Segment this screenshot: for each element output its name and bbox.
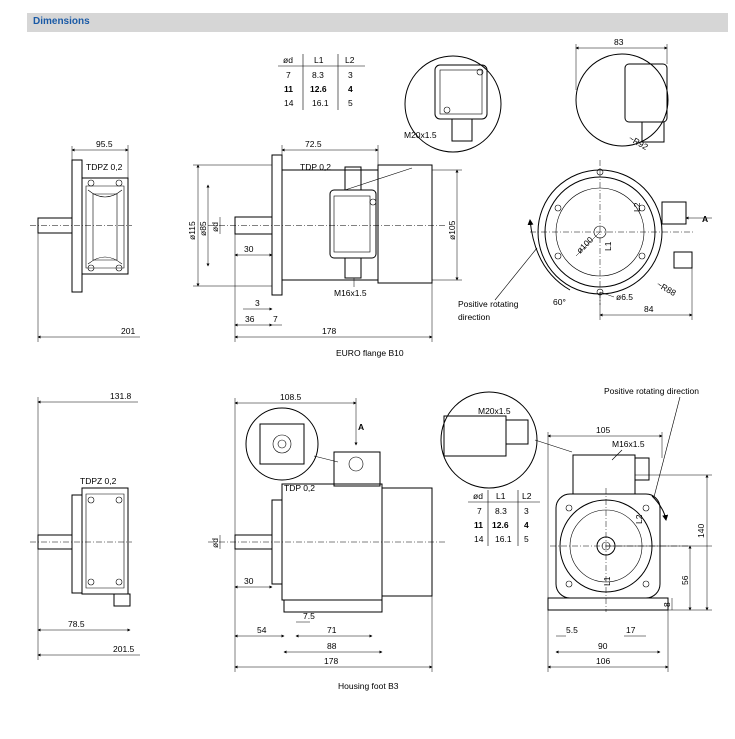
dim-dh6-top: ød [210,222,220,232]
label-tdp-bottom: TDP 0,2 [284,483,315,493]
bottom-right-front-view: M20x1.5 ød L1 L2 7 8.3 3 11 12.6 4 14 16… [440,386,712,672]
dim-78-5: 78.5 [68,619,85,629]
header-bar: Dimensions [27,13,728,32]
dim-108-5: 108.5 [280,392,302,402]
dim-d115: ø115 [187,221,197,240]
label-tdpz-bottom: TDPZ 0,2 [80,476,117,486]
label-pos-rot-top-1: direction [458,312,490,322]
dim-36: 36 [245,314,255,324]
top-middle-motor: 72.5 TDP 0,2 ø115 ø85 ød 30 3 36 7 178 ø… [187,139,462,342]
caption-bottom: Housing foot B3 [338,681,399,691]
table-top-r2c0: 14 [284,98,294,108]
bottom-detail-circle [245,407,339,481]
label-view-a-bottom: A [358,422,364,432]
dim-95-5: 95.5 [96,139,113,149]
dim-dh6-bottom: ød [210,538,220,548]
label-tdp-top: TDP 0,2 [300,162,331,172]
dim-106: 106 [596,656,610,666]
label-m20-bottom: M20x1.5 [478,406,511,416]
table-top-h0: ød [283,55,293,65]
table-top-r1c1: 12.6 [310,84,327,94]
dim-54: 54 [257,625,267,635]
dim-d100: ø100 [574,234,595,255]
table-bottom-r1c1: 12.6 [492,520,509,530]
dim-56: 56 [680,575,690,585]
label-l1-bottom: L1 [602,576,612,586]
dim-71: 71 [327,625,337,635]
table-bottom-r1c0: 11 [474,520,483,530]
dim-7-top: 7 [273,314,278,324]
label-m16-bottom: M16x1.5 [612,439,645,449]
dim-105-bottom: 105 [596,425,610,435]
dim-d85: ø85 [198,221,208,236]
table-bottom-h1: L1 [496,491,506,501]
table-bottom-r1c2: 4 [524,520,529,530]
label-m16-top: M16x1.5 [334,288,367,298]
label-l1-top: L1 [603,241,613,251]
label-view-a-top: A [702,214,708,224]
table-top-h2: L2 [345,55,355,65]
dim-17: 17 [626,625,636,635]
dim-83: 83 [614,37,624,47]
table-top-r2c2: 5 [348,98,353,108]
bottom-left-side-view: 131.8 TDPZ 0,2 78.5 201.5 [30,391,140,660]
dim-131-8: 131.8 [110,391,132,401]
table-top-r0c2: 3 [348,70,353,80]
dim-140: 140 [696,524,706,538]
table-bottom-h0: ød [473,491,483,501]
dimension-table-top: ød L1 L2 7 8.3 3 11 12.6 4 14 16.1 5 [278,54,365,110]
dim-178-top: 178 [322,326,336,336]
dim-201: 201 [121,326,135,336]
table-top-r2c1: 16.1 [312,98,329,108]
label-m20-top: M20x1.5 [404,130,437,140]
label-l2-top: L2 [632,202,642,212]
dim-r88: ~R88 [655,279,678,298]
caption-top: EURO flange B10 [336,348,404,358]
dim-72-5: 72.5 [305,139,322,149]
table-bottom-r2c0: 14 [474,534,484,544]
header-title: Dimensions [33,16,90,27]
label-pos-rot-bottom: Positive rotating direction [604,386,699,396]
dim-90: 90 [598,641,608,651]
table-bottom-r2c1: 16.1 [495,534,512,544]
dim-r92: ~R92 [627,133,650,152]
label-pos-rot-top-0: Positive rotating [458,299,519,309]
table-top-r0c1: 8.3 [312,70,324,80]
dim-201-5: 201.5 [113,644,135,654]
table-top-h1: L1 [314,55,324,65]
dim-178-bottom: 178 [324,656,338,666]
top-detail-circle: M20x1.5 [344,55,502,191]
dim-30-bottom: 30 [244,576,254,586]
dim-84: 84 [644,304,654,314]
dim-30-top: 30 [244,244,254,254]
label-60deg: 60° [553,297,566,307]
table-bottom-r2c2: 5 [524,534,529,544]
dim-88: 88 [327,641,337,651]
table-top-r1c2: 4 [348,84,353,94]
bottom-middle-motor: A 108.5 TDP 0,2 ød 30 54 7.5 71 88 178 [208,392,445,672]
table-bottom-r0c1: 8.3 [495,506,507,516]
table-top-r1c0: 11 [284,84,293,94]
label-tdpz-top: TDPZ 0,2 [86,162,123,172]
dim-d105-top: ø105 [447,220,457,240]
dim-d6-5: ø6.5 [616,292,633,302]
table-bottom-r0c0: 7 [477,506,482,516]
table-bottom-r0c2: 3 [524,506,529,516]
top-left-side-view: 95.5 TDPZ 0,2 201 [30,139,140,342]
dim-3-top: 3 [255,298,260,308]
table-top-r0c0: 7 [286,70,291,80]
dim-5-5: 5.5 [566,625,578,635]
top-right-front-view: A ø100 L2 L1 ~R88 60° ø6.5 Positive rota… [458,37,712,322]
table-bottom-h2: L2 [522,491,532,501]
label-l2-bottom: L2 [634,514,644,524]
dim-8: 8 [662,602,672,607]
dim-7-5: 7.5 [303,611,315,621]
